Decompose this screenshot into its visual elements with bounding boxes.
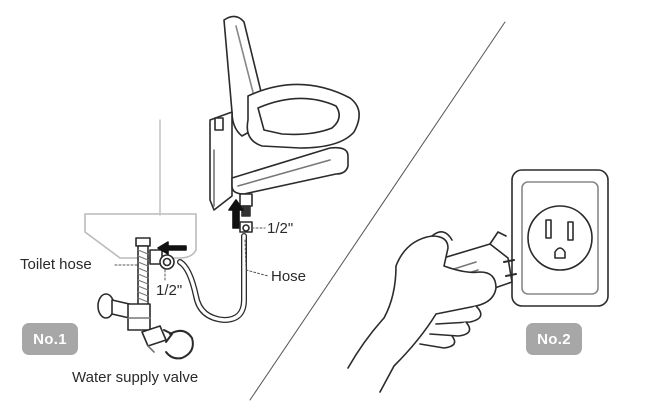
step-2-badge: No.2 (526, 323, 582, 355)
water-supply-valve-drawing (97, 293, 167, 353)
rotate-arrow-icon (163, 329, 194, 360)
step-1-badge: No.1 (22, 323, 78, 355)
bidet-seat-drawing (209, 15, 360, 217)
hand-drawing (347, 231, 497, 393)
left-arrow-icon (157, 241, 187, 255)
wall-outlet-drawing (511, 169, 609, 307)
callout-lines (114, 227, 269, 283)
supply-hose-drawing (177, 221, 253, 323)
toilet-hose-label: Toilet hose (20, 256, 92, 273)
half-inch-label-right: 1/2" (267, 220, 294, 237)
up-arrow-icon (228, 199, 244, 229)
hose-label: Hose (271, 268, 307, 285)
water-supply-valve-label: Water supply valve (72, 369, 199, 386)
half-inch-label-left: 1/2" (156, 282, 183, 299)
divider-line (249, 21, 506, 401)
